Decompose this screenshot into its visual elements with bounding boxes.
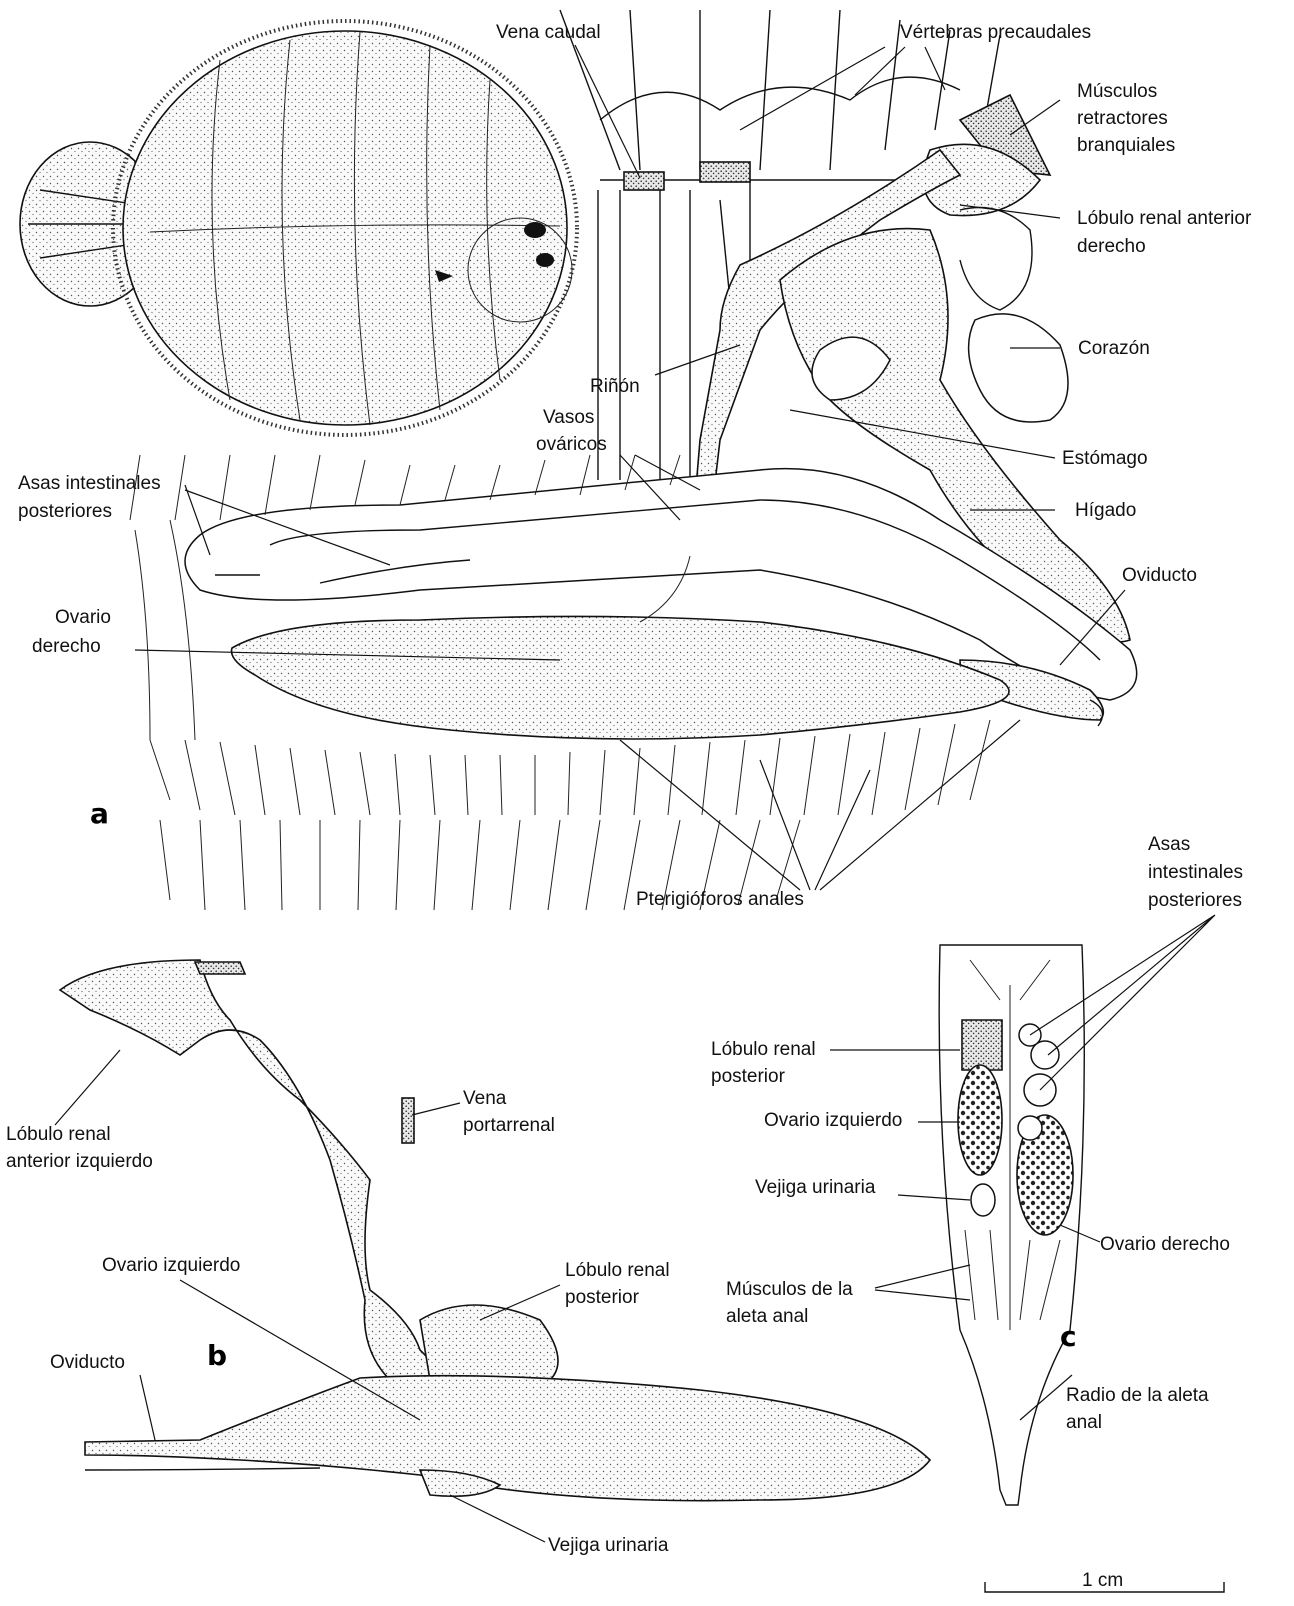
label-b-lobulo-posterior-1: Lóbulo renal [565,1260,670,1281]
label-c-asas-2: intestinales [1148,862,1243,883]
label-vasos-1: Vasos [543,407,594,428]
label-b-lobulo-anterior-2: anterior izquierdo [6,1151,153,1172]
left-ovary-c [958,1065,1002,1175]
panel-letter-a: a [90,797,109,830]
panel-letter-b: b [207,1339,227,1372]
label-b-ovario-izquierdo: Ovario izquierdo [102,1255,240,1276]
label-pterigioforos: Pterigióforos anales [636,889,804,910]
label-vertebras-precaudales: Vértebras precaudales [900,22,1091,43]
label-lobulo-anterior-2: derecho [1077,236,1146,257]
label-c-musculos-2: aleta anal [726,1306,808,1327]
label-b-lobulo-posterior-2: posterior [565,1287,640,1308]
oviduct-b [85,1468,320,1470]
label-higado: Hígado [1075,500,1136,521]
label-asas-2: posteriores [18,501,112,522]
label-oviducto: Oviducto [1122,565,1197,586]
label-estomago: Estómago [1062,448,1148,469]
label-b-oviducto: Oviducto [50,1352,125,1373]
label-ovario-2: derecho [32,636,101,657]
left-ovary [85,1376,930,1501]
heart [969,314,1068,422]
label-b-vena-2: portarrenal [463,1115,555,1136]
label-c-radio-1: Radio de la aleta [1066,1385,1209,1406]
label-vasos-2: ováricos [536,434,607,455]
label-c-lobulo-2: posterior [711,1066,786,1087]
panel-letter-c: c [1060,1320,1077,1353]
label-b-lobulo-anterior-1: Lóbulo renal [6,1124,111,1145]
label-asas-1: Asas intestinales [18,473,161,494]
label-musculos-2: retractores [1077,108,1168,129]
label-musculos-3: branquiales [1077,135,1175,156]
flatfish-illustration [20,21,577,435]
label-c-vejiga: Vejiga urinaria [755,1177,876,1198]
label-c-lobulo-1: Lóbulo renal [711,1039,816,1060]
label-corazon: Corazón [1078,338,1150,359]
right-ovary [231,616,1009,739]
portal-vein [402,1098,414,1143]
label-c-asas-3: posteriores [1148,890,1242,911]
label-c-ovario-derecho: Ovario derecho [1100,1234,1230,1255]
label-c-radio-2: anal [1066,1412,1102,1433]
scale-bar-label: 1 cm [1082,1570,1123,1591]
scale-bar: 1 cm [985,1570,1224,1592]
label-vena-caudal: Vena caudal [496,22,601,43]
label-lobulo-anterior-1: Lóbulo renal anterior [1077,208,1252,229]
label-b-vena-1: Vena [463,1088,507,1109]
label-c-asas-1: Asas [1148,834,1190,855]
label-c-ovario-izquierdo: Ovario izquierdo [764,1110,902,1131]
label-c-musculos-1: Músculos de la [726,1279,853,1300]
label-rinon: Riñón [590,376,640,397]
kidney-posterior-c [962,1020,1002,1070]
bladder-c [971,1184,995,1216]
label-b-vejiga: Vejiga urinaria [548,1535,669,1556]
label-ovario-1: Ovario [55,607,111,628]
label-musculos-1: Músculos [1077,81,1157,102]
